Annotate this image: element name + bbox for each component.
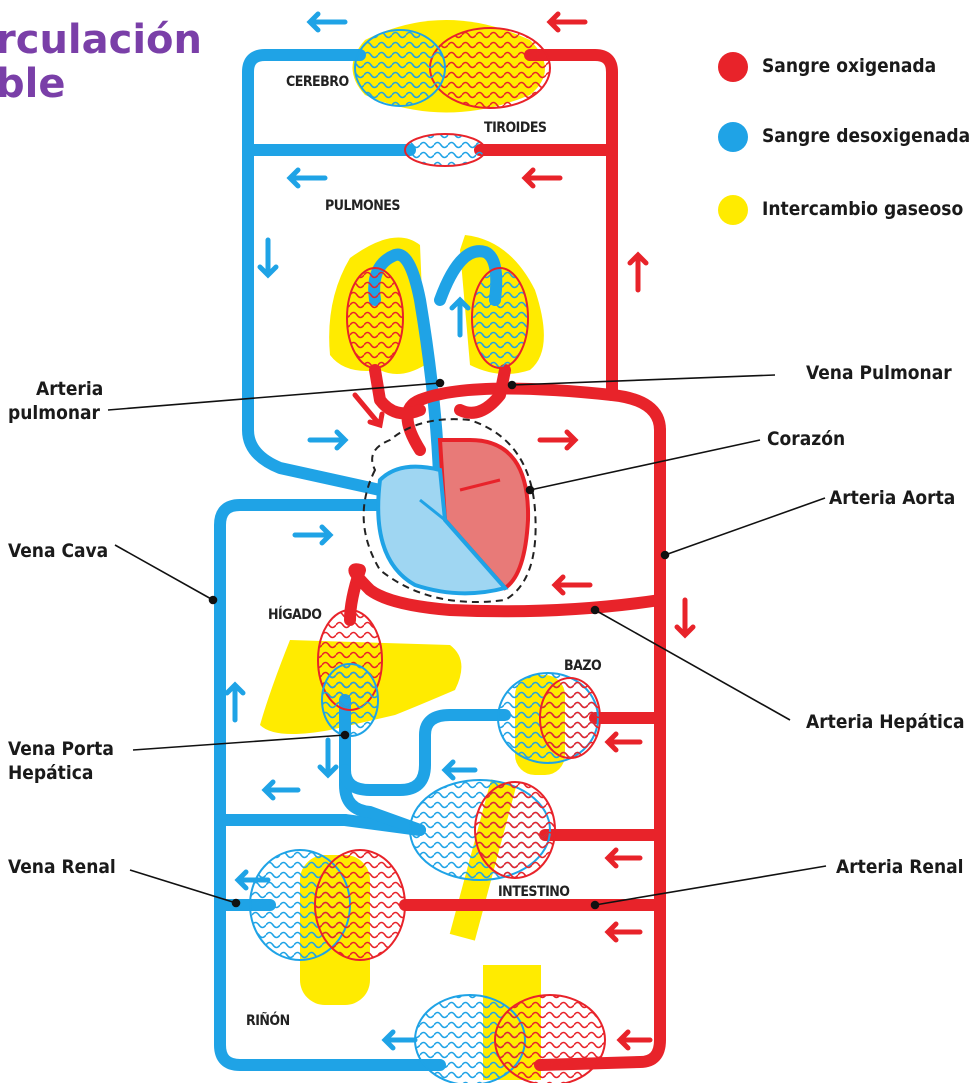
organ-label-bazo: BAZO (564, 658, 601, 674)
arrow-blue-6 (227, 685, 243, 720)
organ-label-pulmones: PULMONES (325, 198, 400, 214)
organ-label-cerebro: CEREBRO (286, 74, 349, 90)
heart (364, 419, 536, 602)
arrow-red-7 (677, 600, 693, 635)
title-line-2: ble (0, 62, 65, 106)
arrow-red-1 (550, 14, 585, 30)
legend-dot-deoxygenated (718, 122, 748, 152)
arrow-blue-5 (295, 527, 330, 543)
legend-dot-gas-exchange (718, 195, 748, 225)
arrow-blue-1 (310, 14, 345, 30)
callout-corazon: Corazón (767, 428, 845, 450)
pulmonary-vein-left (375, 370, 420, 413)
organ-label-higado: HÍGADO (268, 607, 321, 623)
arrow-red-2 (525, 170, 560, 186)
organ-label-tiroides: TIROIDES (484, 120, 547, 136)
arrow-red-9 (608, 850, 640, 866)
callout-arteria-pulmonar-line2: pulmonar (8, 402, 100, 424)
arrow-blue-9 (445, 762, 475, 778)
body-bed-red (495, 995, 605, 1083)
arrow-blue-2 (290, 170, 325, 186)
legend-label-deoxygenated: Sangre desoxigenada (762, 125, 970, 147)
brain-bed-blue (355, 30, 445, 106)
legend-dot-oxygenated (718, 52, 748, 82)
arrow-blue-12 (452, 300, 468, 335)
callout-vena-porta-line2: Hepática (8, 762, 93, 784)
callout-vena-cava: Vena Cava (8, 540, 108, 562)
callout-arteria-pulmonar-line1: Arteria (36, 378, 103, 400)
lung-bed-left (347, 268, 403, 368)
lung-bed-right (472, 268, 528, 368)
arrow-red-3 (630, 255, 646, 290)
organ-label-rinon: RIÑÓN (246, 1013, 290, 1029)
organ-label-intestino: INTESTINO (498, 884, 570, 900)
callout-arteria-hepatica: Arteria Hepática (806, 711, 965, 733)
arrow-red-11 (620, 1032, 650, 1048)
arrow-blue-4 (310, 432, 345, 448)
legend-label-oxygenated: Sangre oxigenada (762, 55, 936, 77)
liver-bed-blue (322, 664, 378, 736)
arrow-blue-7 (320, 740, 336, 775)
arrow-red-8 (608, 734, 640, 750)
brain-bed-red (430, 28, 550, 108)
thyroid-bed (405, 134, 485, 166)
callout-arteria-renal: Arteria Renal (836, 856, 964, 878)
arrow-red-6 (555, 577, 590, 593)
callout-arteria-aorta: Arteria Aorta (829, 487, 955, 509)
title-line-1: rculación (0, 18, 202, 62)
callout-vena-pulmonar: Vena Pulmonar (806, 362, 952, 384)
spleen-bed-red (540, 678, 600, 758)
arrow-red-10 (608, 924, 640, 940)
callout-vena-renal: Vena Renal (8, 856, 116, 878)
arrow-blue-3 (260, 240, 276, 275)
callout-vena-porta-line1: Vena Porta (8, 738, 114, 760)
arrow-blue-11 (385, 1032, 415, 1048)
legend-label-gas-exchange: Intercambio gaseoso (762, 198, 963, 220)
intestine-bed-red (475, 782, 555, 878)
kidney-bed-red (315, 850, 405, 960)
arrow-blue-8 (265, 782, 298, 798)
arrow-red-5 (540, 432, 575, 448)
